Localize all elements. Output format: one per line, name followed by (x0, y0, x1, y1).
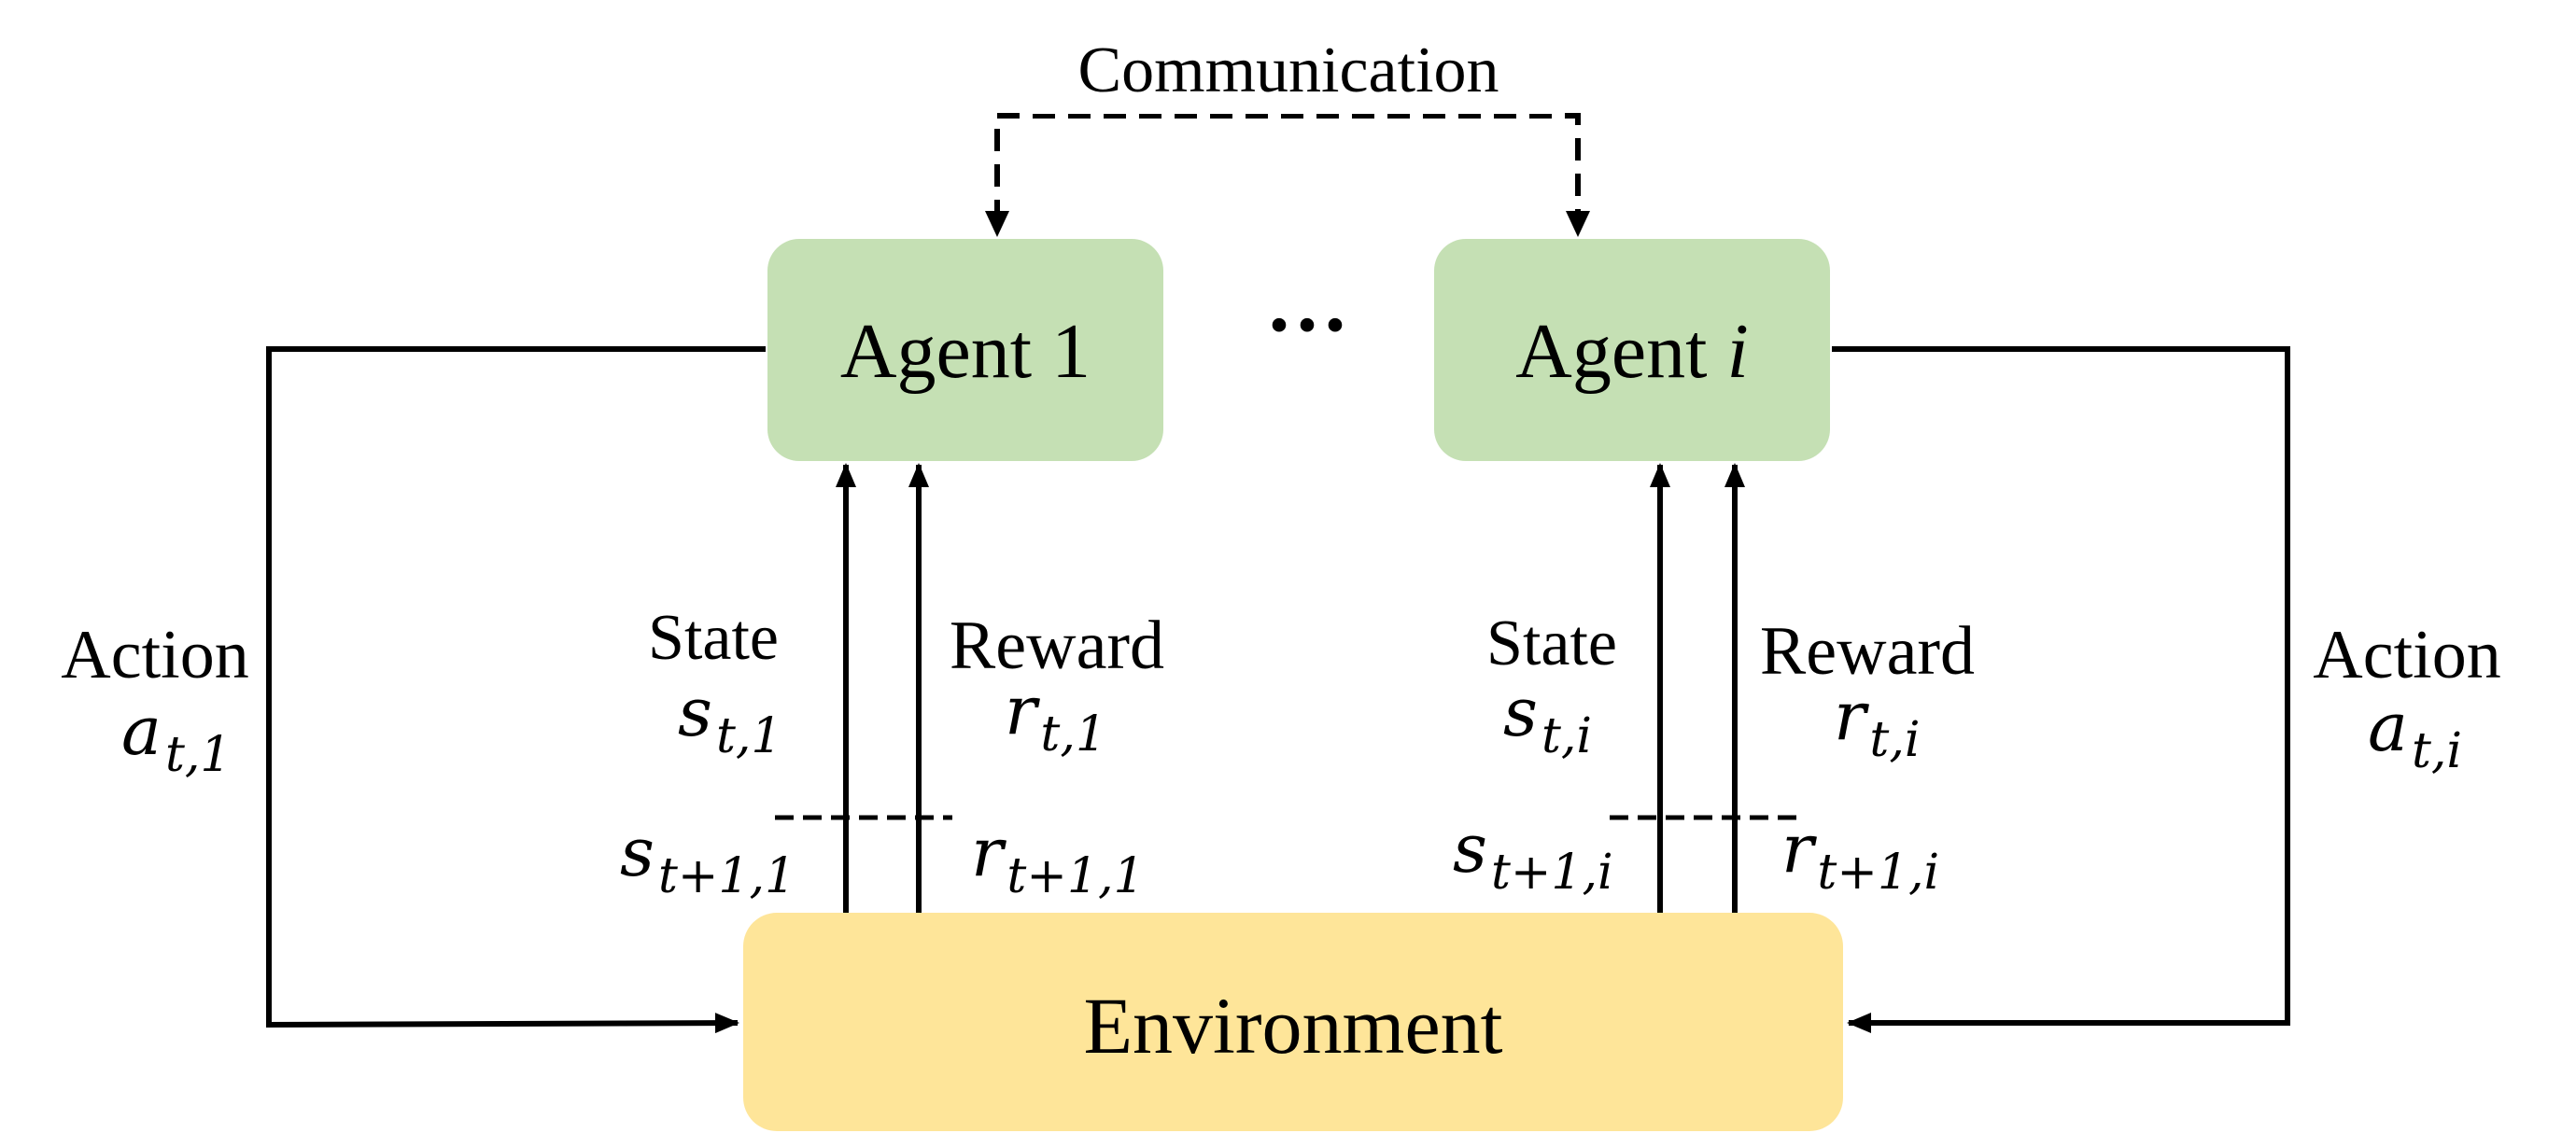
left-action-label: Action (61, 617, 248, 693)
agent-i-label: Agent i (1515, 308, 1749, 395)
left-action-arrow (266, 346, 766, 1034)
right-action-sub: t,i (2412, 723, 2462, 779)
right-next-reward-sub: t+1,i (1817, 845, 1939, 901)
right-next-state-sub: t+1,i (1491, 845, 1613, 901)
left-action-sub: t,1 (165, 727, 232, 783)
right-next-state-symbol: st+1,i (1453, 809, 1613, 901)
left-next-reward-sub: t+1,1 (1006, 848, 1144, 904)
right-reward-sub: t,i (1869, 712, 1920, 768)
left-action-sym: a (121, 692, 162, 770)
left-next-state-symbol: st+1,1 (620, 813, 795, 904)
left-action-label-bg (37, 612, 261, 771)
right-state-sub: t,i (1541, 708, 1592, 764)
right-action-sym: a (2368, 688, 2408, 766)
environment-box: Environment (743, 913, 1843, 1131)
left-next-state-sub: t+1,1 (658, 848, 795, 904)
agent-i-box: Agent i (1434, 239, 1830, 461)
right-reward-symbol: rt,i (1834, 677, 1920, 768)
left-next-reward-sym: r (971, 813, 1006, 891)
communication-arrowhead-left (985, 211, 1009, 237)
right-next-state-sym: s (1453, 809, 1487, 888)
left-state-sym: s (678, 673, 712, 751)
left-reward-sym: r (1005, 671, 1040, 749)
left-reward-sub: t,1 (1040, 706, 1106, 762)
left-next-reward-symbol: rt+1,1 (971, 813, 1145, 904)
right-reward-label: Reward (1760, 613, 1975, 690)
right-next-reward-symbol: rt+1,i (1781, 809, 1939, 901)
right-next-reward-sym: r (1781, 809, 1817, 888)
right-action-symbol: at,i (2368, 688, 2462, 779)
right-state-sym: s (1503, 673, 1538, 751)
agent-1-rect (767, 239, 1163, 461)
communication-arrowhead-right (1566, 211, 1590, 237)
left-reward-label: Reward (950, 608, 1164, 684)
environment-label: Environment (1083, 981, 1502, 1070)
right-state-label: State (1486, 608, 1617, 679)
communication-dashed-line (994, 113, 1581, 222)
right-action-arrow (1832, 346, 2290, 1033)
left-reward-symbol: rt,1 (1005, 671, 1106, 762)
right-action-label-bg (2299, 612, 2523, 771)
communication-label-bg (1020, 34, 1555, 114)
left-state-label: State (648, 602, 779, 674)
left-state-symbol: st,1 (678, 673, 781, 764)
right-reward-sym: r (1834, 677, 1869, 755)
communication-label: Communication (1077, 35, 1499, 106)
agents-ellipsis: ··· (1265, 279, 1349, 371)
left-action-symbol: at,1 (121, 692, 231, 783)
communication-connector (985, 113, 1590, 237)
right-state-symbol: st,i (1503, 673, 1592, 764)
left-state-sub: t,1 (716, 708, 782, 764)
right-action-label: Action (2313, 617, 2500, 693)
environment-rect (743, 913, 1843, 1131)
agent-i-rect (1434, 239, 1830, 461)
agent-i-label-text: Agent (1515, 308, 1726, 395)
agent-1-box: Agent 1 (767, 239, 1163, 461)
agent-i-label-index: i (1726, 308, 1748, 395)
agent-1-label: Agent 1 (840, 308, 1091, 395)
left-next-state-sym: s (620, 813, 655, 891)
